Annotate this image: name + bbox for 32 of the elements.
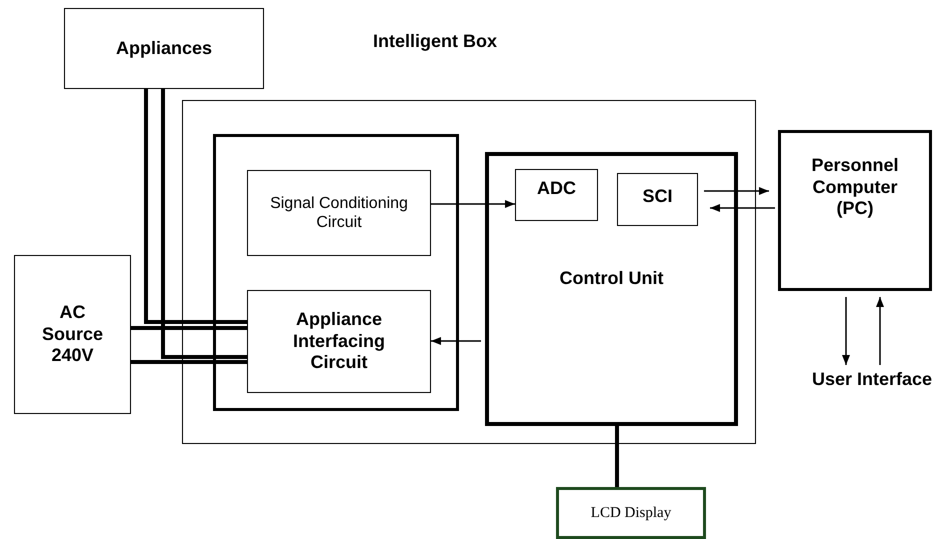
- node-label: AC Source 240V: [40, 302, 104, 367]
- wire-line: [161, 89, 247, 359]
- node-label: ADC: [537, 178, 576, 200]
- control-unit-box: [485, 152, 738, 426]
- arrow: [842, 297, 850, 365]
- node-label: User Interface: [812, 369, 932, 391]
- wire-line: [144, 89, 247, 324]
- node-label: LCD Display: [590, 504, 672, 522]
- wire-line: [131, 326, 247, 330]
- source-box: [14, 255, 131, 414]
- node-label: Control Unit: [560, 268, 664, 290]
- arrow: [876, 297, 884, 365]
- node-label: Personnel Computer (PC): [810, 155, 900, 220]
- wire-line: [615, 425, 619, 487]
- arrow: [431, 200, 515, 208]
- box-title: Intelligent Box: [373, 31, 498, 53]
- circuit-board-box: [213, 134, 459, 411]
- process-box: [247, 170, 431, 256]
- appliances-box: [64, 8, 264, 89]
- process-box: [247, 290, 431, 393]
- node-label: Signal Conditioning Circuit: [269, 194, 409, 232]
- wire-line: [131, 360, 247, 364]
- display-box: [556, 487, 706, 539]
- node-label: SCI: [642, 186, 672, 208]
- arrow: [431, 337, 481, 345]
- node-label: Appliances: [116, 38, 212, 60]
- node-label: Appliance Interfacing Circuit: [292, 309, 386, 374]
- arrow: [704, 187, 769, 195]
- arrow: [710, 204, 775, 212]
- process-box: [515, 169, 598, 221]
- process-box: [617, 173, 698, 226]
- computer-box: [778, 130, 932, 291]
